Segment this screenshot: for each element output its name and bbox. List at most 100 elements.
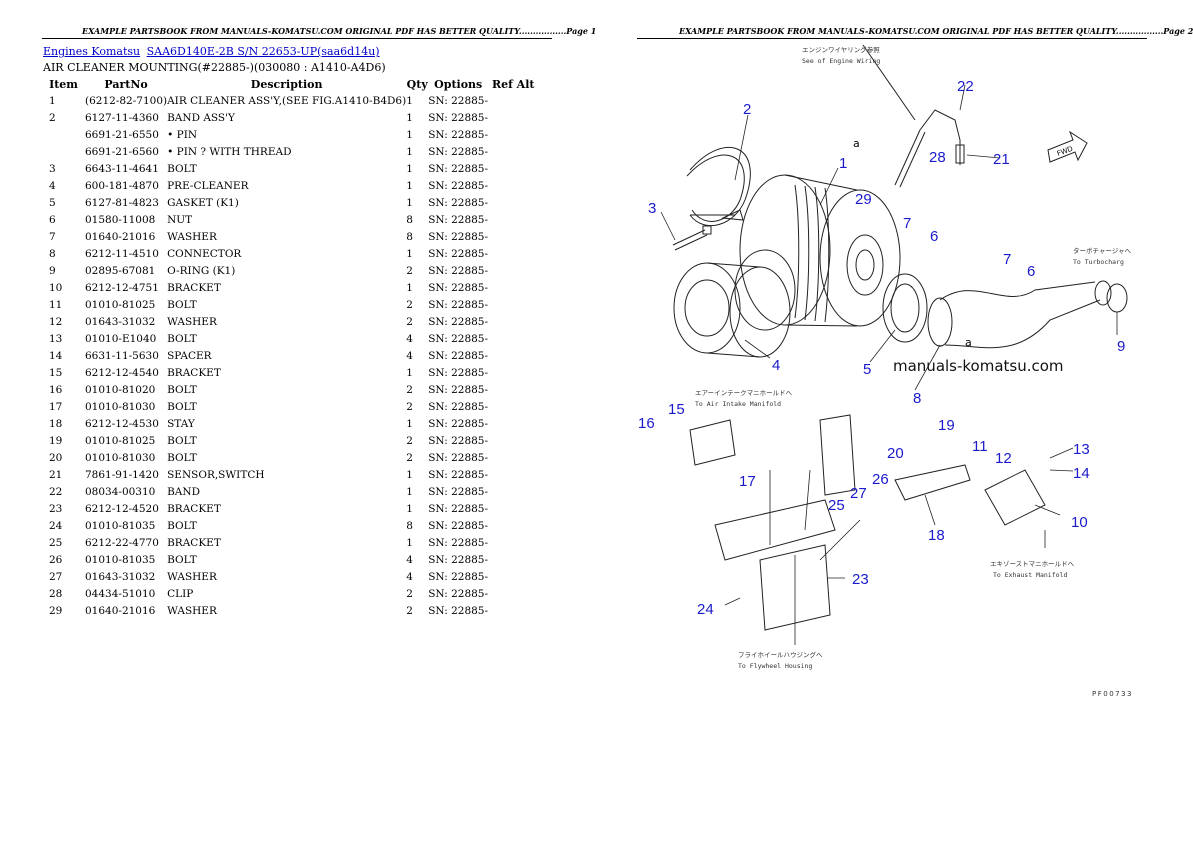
page-header: EXAMPLE PARTSBOOK FROM MANUALS-KOMATSU.C… xyxy=(82,26,597,36)
cell-partno: 6212-12-4520 xyxy=(85,502,159,515)
cell-qty: 2 xyxy=(406,264,413,277)
col-header-options: Options xyxy=(434,78,483,91)
cell-refalt xyxy=(488,228,538,245)
cell-item: 7 xyxy=(49,230,56,243)
cell-refalt xyxy=(488,92,538,109)
cell-item: 3 xyxy=(49,162,56,175)
cell-options: SN: 22885- xyxy=(428,94,489,107)
cell-refalt xyxy=(488,245,538,262)
cell-item: 17 xyxy=(49,400,63,413)
cell-options: SN: 22885- xyxy=(428,536,489,549)
cell-options: SN: 22885- xyxy=(428,502,489,515)
header-divider xyxy=(42,38,552,39)
cell-partno: 6127-11-4360 xyxy=(85,111,159,124)
cell-qty: 2 xyxy=(406,400,413,413)
cell-item: 14 xyxy=(49,349,63,362)
cell-description: • PIN ? WITH THREAD xyxy=(167,145,292,158)
callout-7a: 7 xyxy=(903,215,911,232)
pre-cleaner-drawing xyxy=(673,262,791,358)
cell-partno: 01580-11008 xyxy=(85,213,156,226)
callout-17: 17 xyxy=(739,473,756,490)
cell-refalt xyxy=(488,415,538,432)
cell-qty: 1 xyxy=(406,468,413,481)
cell-item xyxy=(42,126,85,143)
cell-options: SN: 22885- xyxy=(428,315,489,328)
callout-23: 23 xyxy=(852,571,869,588)
cell-qty: 1 xyxy=(406,179,413,192)
callout-3: 3 xyxy=(648,200,656,217)
breadcrumb-link-model[interactable]: SAA6D140E-2B S/N 22653-UP(saa6d14u) xyxy=(146,45,380,58)
cell-item xyxy=(42,143,85,160)
cell-options: SN: 22885- xyxy=(428,451,489,464)
lower-bracket-drawing xyxy=(689,414,1046,631)
bolt-drawing xyxy=(672,225,712,251)
cell-refalt xyxy=(488,364,538,381)
cell-options: SN: 22885- xyxy=(428,553,489,566)
cell-options: SN: 22885- xyxy=(428,587,489,600)
cell-partno: 6212-12-4540 xyxy=(85,366,159,379)
cell-description: WASHER xyxy=(167,570,217,583)
cell-qty: 2 xyxy=(406,298,413,311)
callout-6b: 6 xyxy=(1027,263,1035,280)
cell-description: STAY xyxy=(167,417,195,430)
cell-description: SPACER xyxy=(167,349,212,362)
cell-partno: 01640-21016 xyxy=(85,604,156,617)
cell-description: SENSOR,SWITCH xyxy=(167,468,265,481)
callout-25: 25 xyxy=(828,497,845,514)
cell-qty: 1 xyxy=(406,145,413,158)
cell-partno: 01010-81025 xyxy=(85,298,156,311)
cell-description: BRACKET xyxy=(167,536,221,549)
cell-refalt xyxy=(488,296,538,313)
cell-partno: 08034-00310 xyxy=(85,485,156,498)
cell-qty: 1 xyxy=(406,111,413,124)
cell-refalt xyxy=(488,432,538,449)
callout-6a: 6 xyxy=(930,228,938,245)
cell-qty: 2 xyxy=(406,434,413,447)
cell-description: BOLT xyxy=(167,400,197,413)
cell-partno: 6212-12-4751 xyxy=(85,281,159,294)
leader-lines xyxy=(660,84,1118,645)
cell-refalt xyxy=(488,109,538,126)
col-header-description: Description xyxy=(250,78,323,91)
cell-item: 2 xyxy=(49,111,56,124)
cell-refalt xyxy=(488,126,538,143)
cell-description: AIR CLEANER ASS'Y,(SEE FIG.A1410-B4D6) xyxy=(167,94,407,107)
cell-item: 6 xyxy=(49,213,56,226)
connector-pipe-drawing xyxy=(927,280,1112,349)
cell-description: NUT xyxy=(167,213,193,226)
cell-description: BOLT xyxy=(167,553,197,566)
breadcrumb-link-engines[interactable]: Engines Komatsu xyxy=(43,45,141,58)
cell-partno: 600-181-4870 xyxy=(85,179,159,192)
drawing-code: PF00733 xyxy=(1092,690,1133,698)
cell-partno: 6212-12-4530 xyxy=(85,417,159,430)
parts-table: Item PartNo Description Qty Options Ref … xyxy=(42,77,538,619)
cell-partno: 01010-81035 xyxy=(85,553,156,566)
callout-18: 18 xyxy=(928,527,945,544)
col-header-item: Item xyxy=(49,78,78,91)
cell-partno: 01010-81030 xyxy=(85,451,156,464)
cell-description: CONNECTOR xyxy=(167,247,242,260)
cell-description: PRE-CLEANER xyxy=(167,179,249,192)
cell-refalt xyxy=(488,483,538,500)
cell-item: 28 xyxy=(49,587,63,600)
cell-options: SN: 22885- xyxy=(428,468,489,481)
cell-qty: 1 xyxy=(406,417,413,430)
cell-description: BOLT xyxy=(167,451,197,464)
col-header-partno: PartNo xyxy=(104,78,148,91)
cell-refalt xyxy=(488,398,538,415)
cell-qty: 1 xyxy=(406,366,413,379)
cell-options: SN: 22885- xyxy=(428,485,489,498)
cell-options: SN: 22885- xyxy=(428,570,489,583)
cell-item: 15 xyxy=(49,366,63,379)
cell-refalt xyxy=(488,177,538,194)
